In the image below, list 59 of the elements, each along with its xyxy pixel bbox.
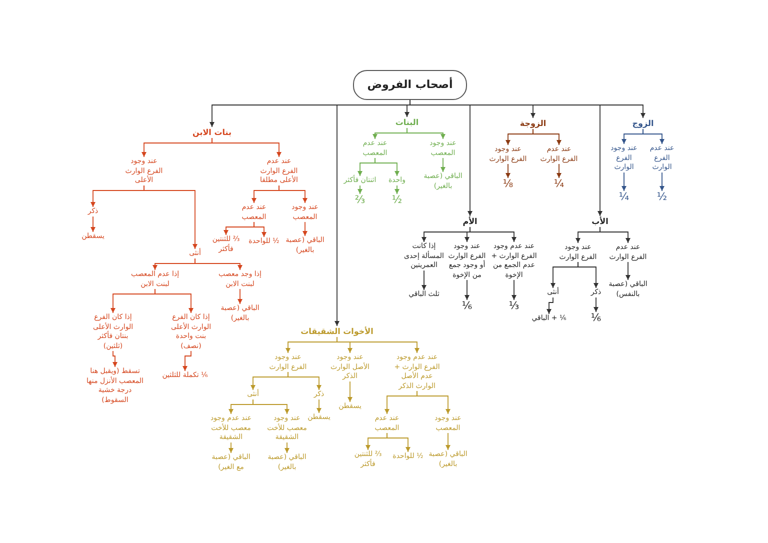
heir-label: بنات الابن — [192, 127, 232, 138]
arrow — [286, 336, 338, 354]
fraction-label: ⅓ — [508, 300, 520, 312]
fraction-label: ⅙ — [590, 312, 602, 324]
arrow — [182, 350, 192, 372]
arrow — [626, 262, 630, 280]
arrow — [550, 262, 578, 288]
heir-label: البنات — [395, 117, 419, 128]
heir-label: الأخوات الشقيقات — [300, 326, 374, 337]
heir-label: الأم — [462, 216, 478, 227]
arrow — [546, 297, 554, 314]
arrow — [224, 222, 254, 236]
arrow — [112, 350, 118, 368]
arrow — [422, 226, 470, 242]
arrow — [372, 128, 408, 140]
arrow — [144, 185, 198, 250]
arrow — [210, 100, 410, 128]
arrow — [252, 185, 280, 204]
arrow — [622, 172, 626, 192]
arrow — [302, 222, 308, 236]
arrow — [238, 288, 242, 304]
arrow — [506, 128, 534, 146]
arrow — [366, 432, 388, 450]
arrow — [316, 399, 322, 414]
fraction-label: ⅙ — [462, 300, 472, 312]
arrow — [348, 381, 352, 402]
fraction-label: ¼ — [618, 191, 630, 203]
fraction-label: ½ — [656, 191, 668, 203]
arrow — [384, 390, 418, 414]
arrow — [594, 297, 598, 312]
arrow — [358, 158, 376, 176]
arrow — [660, 172, 664, 192]
arrow — [576, 226, 600, 244]
arrow — [284, 442, 290, 454]
arrow — [422, 270, 426, 290]
fraction-label: ½ — [392, 194, 402, 206]
heir-label: الزوجة — [520, 118, 546, 129]
arrow — [228, 399, 254, 414]
arrow — [228, 442, 234, 454]
arrow — [556, 164, 562, 178]
fraction-label: ⅔ — [354, 194, 366, 206]
arrow — [464, 280, 470, 300]
arrow — [110, 288, 156, 314]
arrow — [622, 128, 644, 144]
heir-label: الأب — [592, 216, 608, 227]
arrow — [446, 432, 450, 450]
fraction-label: ⅛ — [502, 178, 514, 190]
fraction-label: ¼ — [554, 178, 564, 190]
arrow — [394, 185, 400, 194]
arrow — [250, 372, 288, 390]
arrow — [90, 216, 96, 232]
heading-box: أصحاب الفروض — [353, 70, 467, 100]
arrow — [506, 164, 510, 178]
arrow — [440, 158, 446, 172]
arrow — [358, 185, 362, 194]
heir-label: الزوج — [632, 118, 654, 129]
arrow — [152, 258, 196, 270]
arrow — [142, 138, 212, 158]
arrow — [512, 280, 516, 300]
